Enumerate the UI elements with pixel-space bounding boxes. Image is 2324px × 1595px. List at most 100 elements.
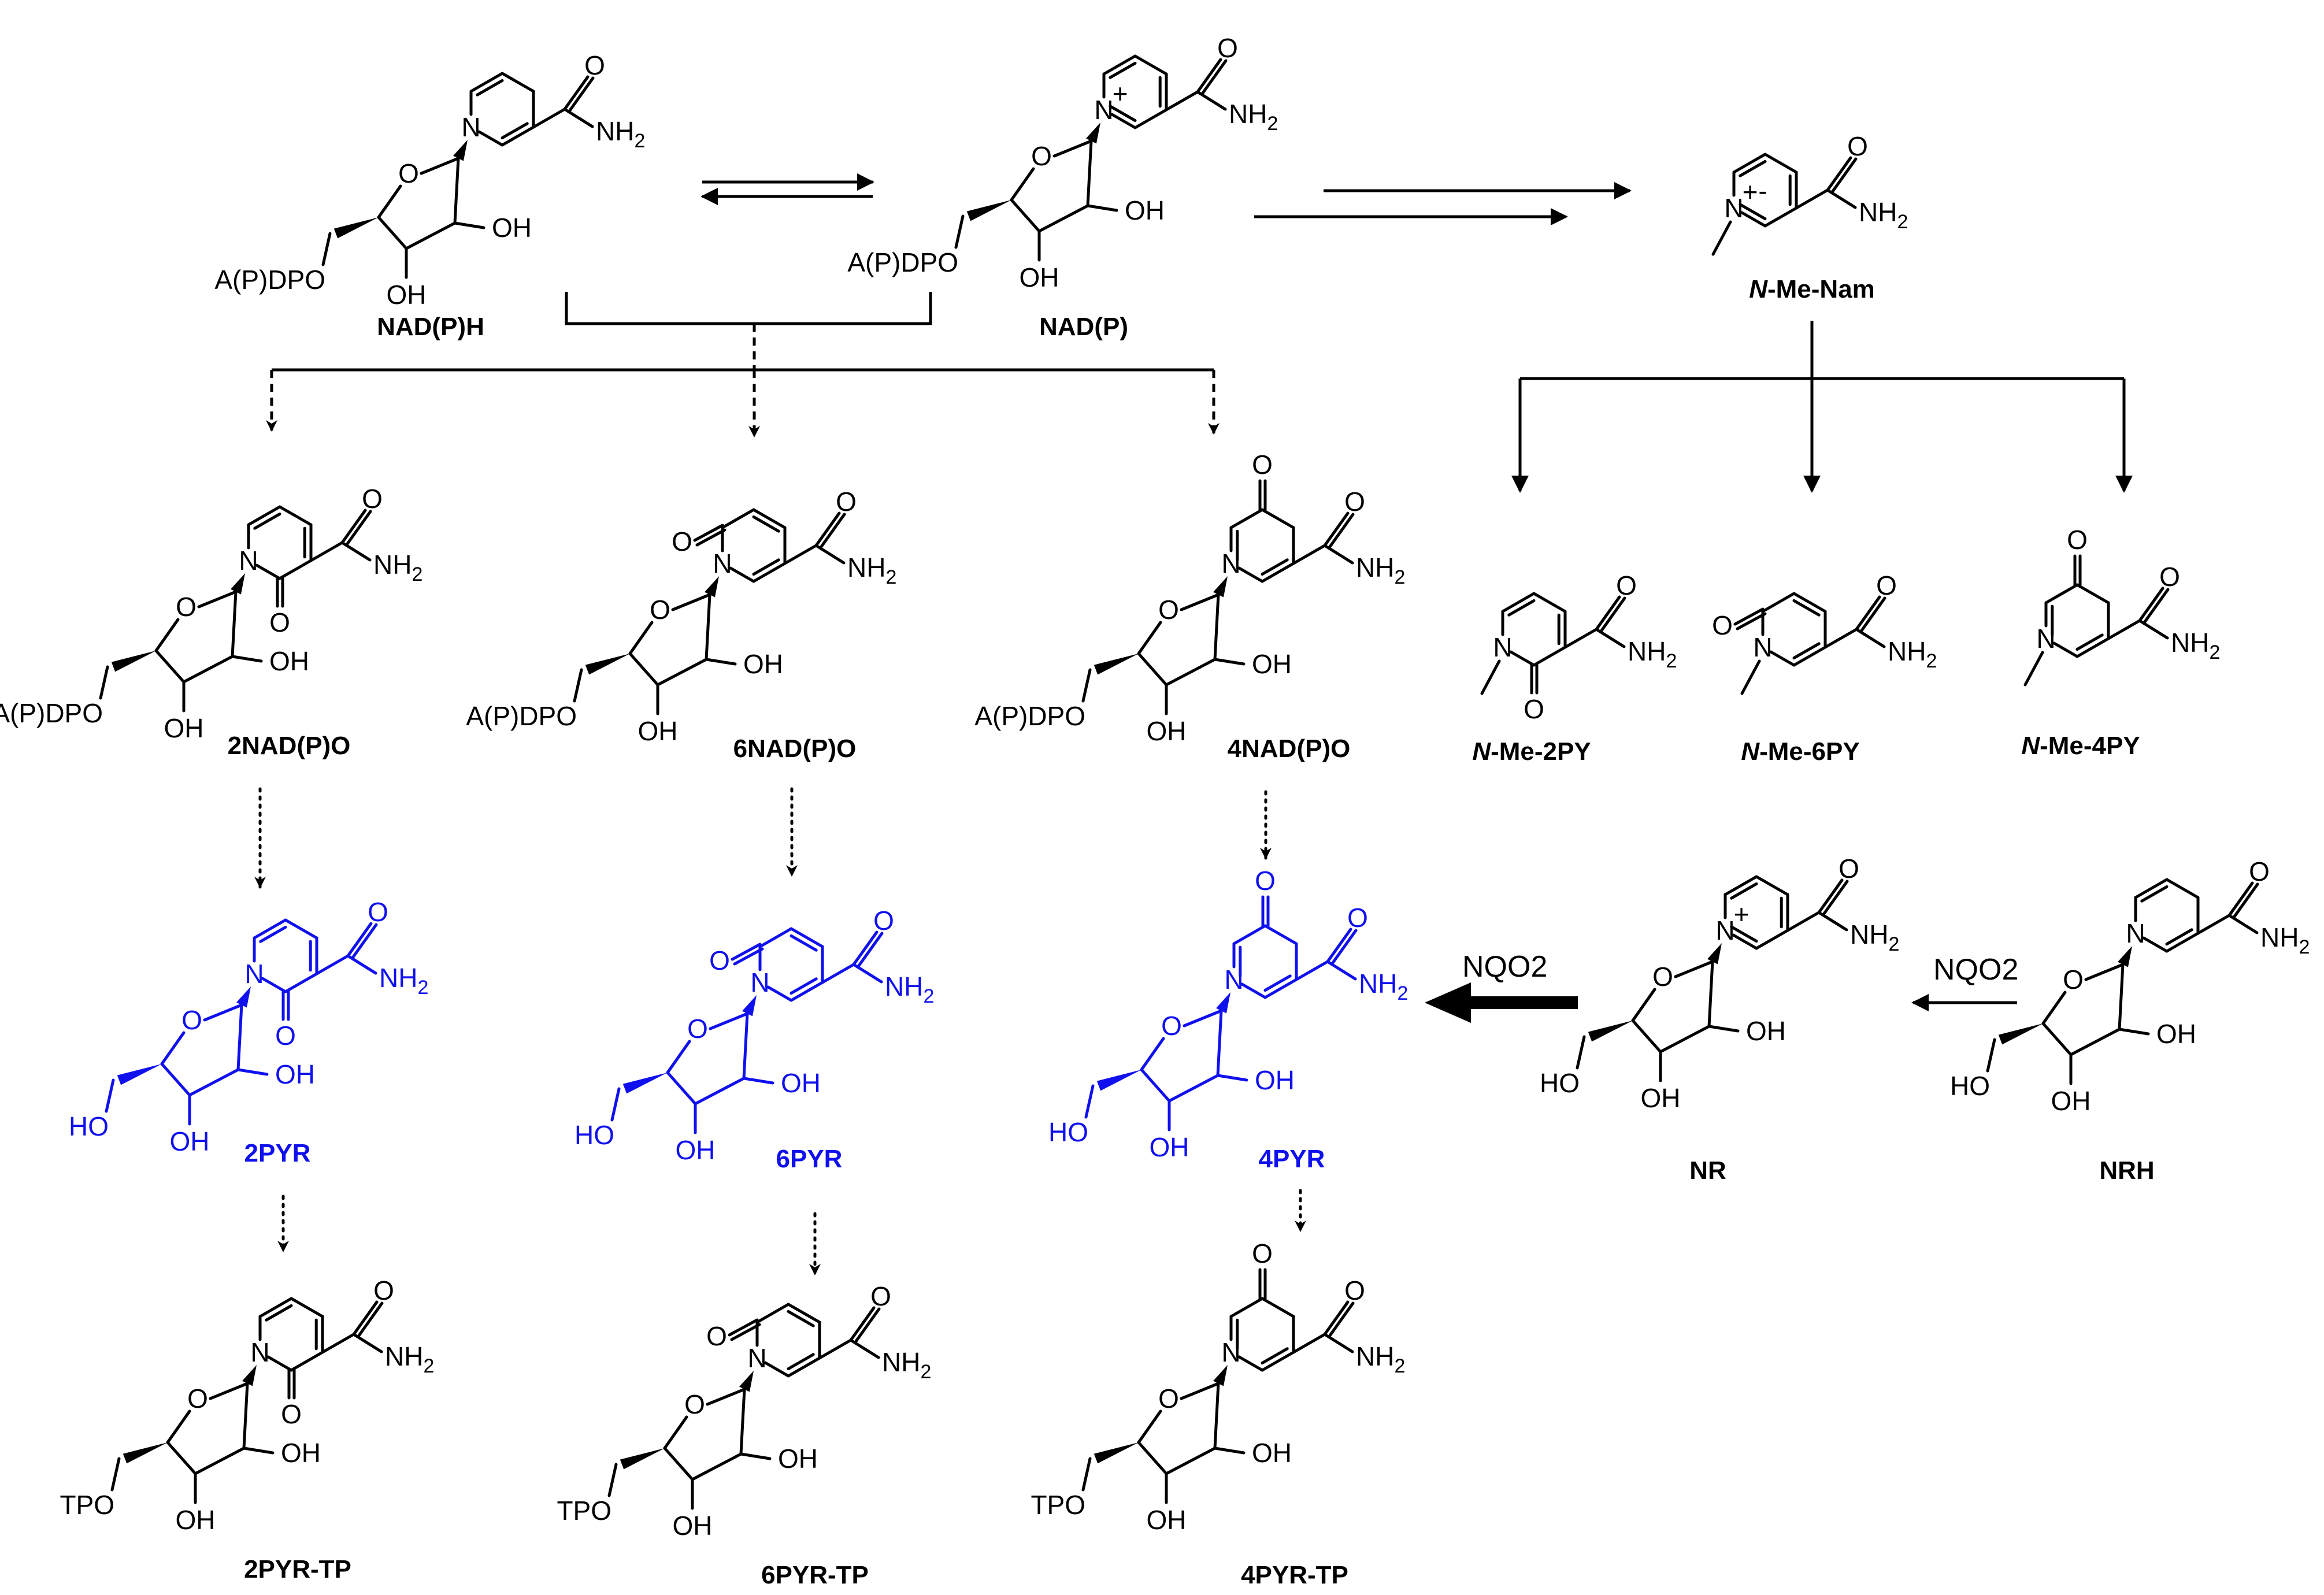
bond — [453, 157, 460, 225]
nrh-structure-label: NRH — [2099, 1156, 2154, 1185]
bond — [731, 943, 762, 961]
bond — [610, 1087, 621, 1122]
carbonyl-oxygen: O — [1616, 570, 1637, 600]
bond — [1707, 1025, 1740, 1033]
pyridone-oxygen: O — [1252, 450, 1273, 480]
ribose-oxygen: O — [687, 1014, 708, 1044]
bond — [790, 927, 824, 948]
pyridone-oxygen: O — [1712, 610, 1733, 640]
bond — [1769, 650, 1796, 667]
bond — [532, 107, 566, 129]
wedge-bond — [705, 576, 719, 598]
bond — [1600, 596, 1626, 632]
hydroxyl-3: OH — [176, 1505, 216, 1535]
amide-nh2: NH2 — [596, 116, 645, 152]
negative-charge: - — [1758, 176, 1767, 206]
bond — [1180, 593, 1220, 611]
ribose-oxygen: O — [187, 1383, 208, 1414]
bond — [2233, 882, 2259, 918]
bond — [763, 1361, 790, 1378]
bond — [787, 1310, 815, 1327]
ribose-oxygen: O — [684, 1389, 705, 1419]
bond — [377, 184, 402, 219]
ribose-5-substituent: HO — [69, 1111, 109, 1141]
amide-nh2: NH2 — [1356, 552, 1405, 588]
bond — [1213, 1382, 1220, 1450]
bond — [2107, 619, 2141, 640]
subscript-2: 2 — [423, 1355, 434, 1377]
bond — [1229, 1297, 1264, 1318]
bond — [1817, 878, 1844, 914]
bond — [166, 1441, 197, 1475]
bond — [1081, 1457, 1092, 1492]
bond — [2142, 936, 2169, 953]
bond — [1986, 1038, 1996, 1073]
hydroxyl-3: OH — [1147, 716, 1187, 746]
bond — [340, 541, 372, 562]
bond — [231, 655, 263, 663]
bond — [2023, 651, 2044, 687]
nh-text: NH — [596, 116, 634, 146]
bond — [1707, 960, 1714, 1028]
pyridone-oxygen: O — [1255, 866, 1276, 896]
carbonyl-oxygen: O — [870, 1281, 891, 1311]
bond — [1213, 1446, 1246, 1455]
bond — [1331, 929, 1358, 965]
positive-charge: + — [1734, 899, 1750, 929]
bond — [820, 513, 846, 548]
bond — [758, 927, 793, 948]
bond — [1295, 960, 1329, 981]
bond — [1323, 544, 1354, 565]
amide-nh2: NH2 — [373, 550, 422, 585]
wedge-bond — [1588, 1021, 1633, 1042]
amide-nh2: NH2 — [847, 552, 896, 588]
pyridone-oxygen: O — [706, 1321, 727, 1351]
bond — [1196, 90, 1227, 111]
bond — [1822, 880, 1849, 915]
ribose-5-substituent: A(P)DPO — [466, 701, 577, 731]
nad6o-structure-label: 6NAD(P)O — [733, 735, 857, 763]
subscript-2: 2 — [1267, 113, 1278, 135]
subscript-2: 2 — [634, 130, 645, 152]
carbonyl-oxygen: O — [1344, 487, 1365, 517]
nr-structure-label: NR — [1689, 1156, 1726, 1185]
bond — [1817, 911, 1848, 932]
bond — [1480, 659, 1501, 695]
hydroxyl-3: OH — [638, 716, 678, 746]
bond — [2143, 588, 2170, 624]
bond — [2084, 963, 2125, 981]
nh-text: NH — [882, 1347, 920, 1377]
bond — [1229, 508, 1264, 529]
bond — [739, 1388, 746, 1456]
carbonyl-oxygen: O — [873, 906, 894, 936]
subscript-2: 2 — [1397, 982, 1408, 1004]
bond — [1263, 924, 1298, 945]
bond — [110, 1457, 121, 1492]
amide-nh2: NH2 — [885, 971, 934, 1007]
bond — [814, 511, 841, 547]
nqo2-label-right: NQO2 — [1933, 953, 2018, 986]
amide-nh2: NH2 — [2171, 628, 2220, 663]
bond — [2165, 932, 2200, 953]
bond — [2165, 928, 2193, 946]
bond — [1323, 1333, 1354, 1353]
hydroxyl-2: OH — [281, 1438, 321, 1468]
italic-n: N — [1741, 737, 1760, 766]
bond — [2041, 1022, 2073, 1056]
arrows-to-nme-nam — [1254, 182, 1632, 225]
bond — [628, 621, 654, 655]
bond — [261, 977, 287, 993]
bond — [663, 1415, 688, 1450]
wedge-bond — [1216, 992, 1230, 1014]
bond — [1786, 911, 1821, 932]
hydroxyl-3: OH — [2051, 1086, 2091, 1116]
bond — [357, 1301, 384, 1337]
ring-nitrogen: N — [1094, 95, 1113, 125]
wedge-bond — [231, 573, 245, 595]
wedge-bond — [1707, 943, 1722, 965]
bond — [247, 505, 281, 526]
